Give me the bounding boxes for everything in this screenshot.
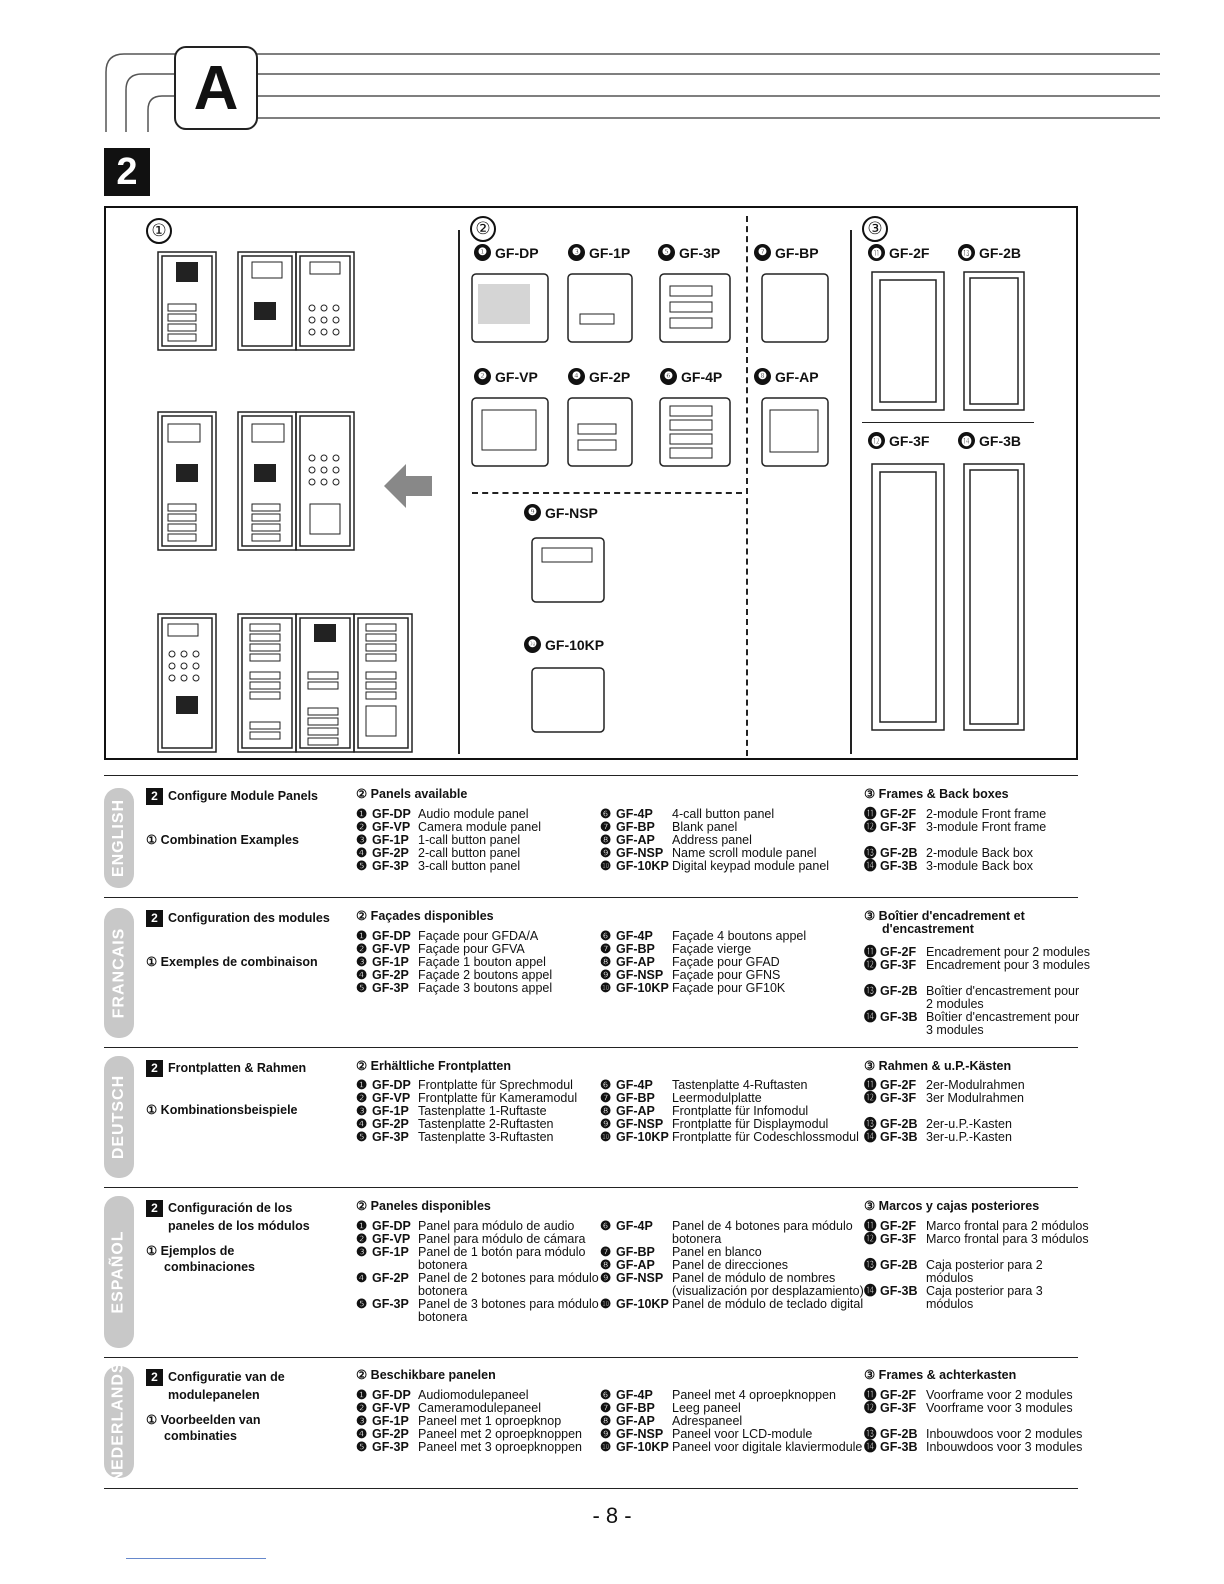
group-2-marker: ② [470, 216, 496, 242]
panels-head-en: ② Panels available [356, 787, 468, 801]
panels-head-es: ② Paneles disponibles [356, 1199, 491, 1213]
language-tab-deutsch: DEUTSCH [104, 1056, 134, 1178]
section-letter-tab: A [174, 46, 258, 130]
section-espanol [104, 1187, 1078, 1358]
panels-head-de: ② Erhältliche Frontplatten [356, 1059, 511, 1073]
combination-examples-illustration [157, 251, 413, 753]
language-tab-nederlands: NEDERLANDS [104, 1361, 134, 1483]
header-tab-lines [105, 53, 1160, 132]
examples-fr: ① Exemples de combinaison [146, 955, 318, 969]
section-deutsch [104, 1047, 1078, 1188]
examples-en: ① Combination Examples [146, 833, 299, 847]
language-tab-espanol: ESPAÑOL [104, 1196, 134, 1348]
section-francais [104, 897, 1078, 1048]
frames-head-es: ③ Marcos y cajas posteriores [864, 1199, 1040, 1213]
group-3-marker: ③ [862, 216, 888, 242]
blank-address-panels-illustration [761, 273, 829, 467]
frames-backboxes-illustration [871, 271, 1025, 731]
examples-de: ① Kombinationsbeispiele [146, 1103, 298, 1117]
footer-rule [126, 1558, 266, 1559]
frames-head-de: ③ Rahmen & u.P.-Kästen [864, 1059, 1012, 1073]
frames-head-nl: ③ Frames & achterkasten [864, 1368, 1017, 1382]
page-number: - 8 - [592, 1503, 632, 1528]
section-english [104, 775, 1078, 898]
panels-head-fr: ② Façades disponibles [356, 909, 494, 923]
arrow-left-icon [384, 464, 432, 508]
language-tab-francais: FRANCAIS [104, 908, 134, 1038]
group-1-marker: ① [146, 218, 172, 244]
frames-head-en: ③ Frames & Back boxes [864, 787, 1009, 801]
language-tab-english: ENGLISH [104, 788, 134, 888]
panels-illustration [471, 273, 731, 733]
section-nederlands [104, 1357, 1078, 1489]
panels-head-nl: ② Beschikbare panelen [356, 1368, 496, 1382]
step-number-badge: 2 [104, 148, 150, 196]
